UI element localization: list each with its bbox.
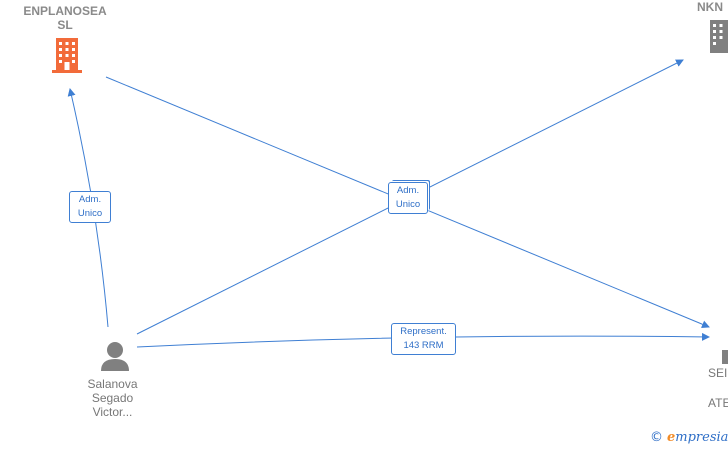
edge-label-represent: Represent. 143 RRM bbox=[391, 323, 456, 355]
brand-e: e bbox=[667, 430, 676, 445]
edge-label-adm-unico: Adm. Unico bbox=[69, 191, 111, 223]
person-icon bbox=[101, 342, 129, 371]
building-icon bbox=[710, 20, 728, 53]
company-name-nkn[interactable]: NKN bbox=[697, 0, 723, 14]
company-name-enplanosea[interactable]: ENPLANOSEA SL bbox=[23, 4, 107, 32]
edge-label-adm-unico-center: Adm. Unico bbox=[388, 182, 428, 214]
brand-rest: mpresia bbox=[675, 430, 728, 445]
building-icon bbox=[52, 38, 82, 73]
copyright-symbol: © bbox=[650, 430, 663, 445]
company-name-right-part1[interactable]: SEI bbox=[708, 366, 728, 380]
person-name-salanova[interactable]: Salanova Segado Victor... bbox=[87, 377, 138, 419]
empresia-logo: © empresia bbox=[650, 430, 728, 445]
building-icon bbox=[722, 350, 728, 364]
company-name-right-part2[interactable]: ATE bbox=[708, 396, 728, 410]
